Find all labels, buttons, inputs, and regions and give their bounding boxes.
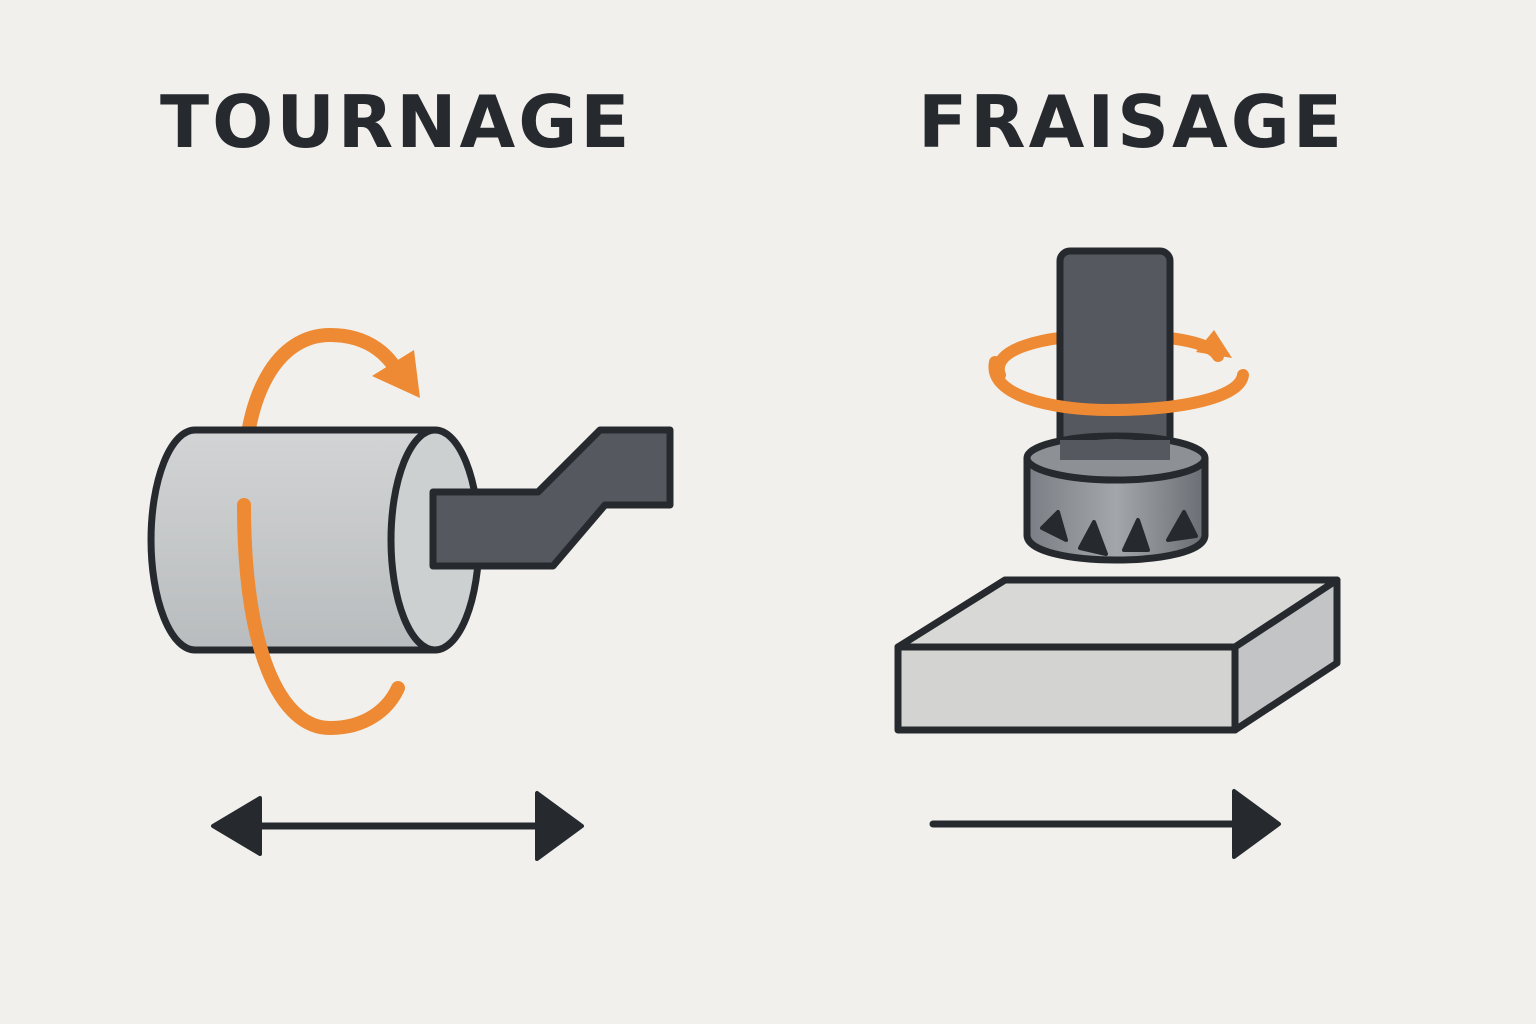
milling-illustration bbox=[894, 247, 1341, 859]
right-arrow-icon bbox=[929, 789, 1281, 859]
rotation-arrow-front bbox=[237, 498, 405, 736]
cylinder-workpiece bbox=[147, 426, 483, 654]
double-headed-arrow-icon bbox=[211, 791, 584, 861]
milling-cutter bbox=[1023, 432, 1209, 564]
lathe-cutting-tool bbox=[429, 426, 674, 570]
rotation-arrow-icon bbox=[372, 350, 420, 398]
block-workpiece bbox=[894, 576, 1341, 734]
turning-illustration bbox=[147, 327, 674, 861]
title-fraisage: FRAISAGE bbox=[918, 80, 1345, 164]
rotation-arrow-icon bbox=[1196, 330, 1232, 358]
title-tournage: TOURNAGE bbox=[160, 80, 633, 164]
rotation-arrow-front-right bbox=[988, 356, 1249, 417]
